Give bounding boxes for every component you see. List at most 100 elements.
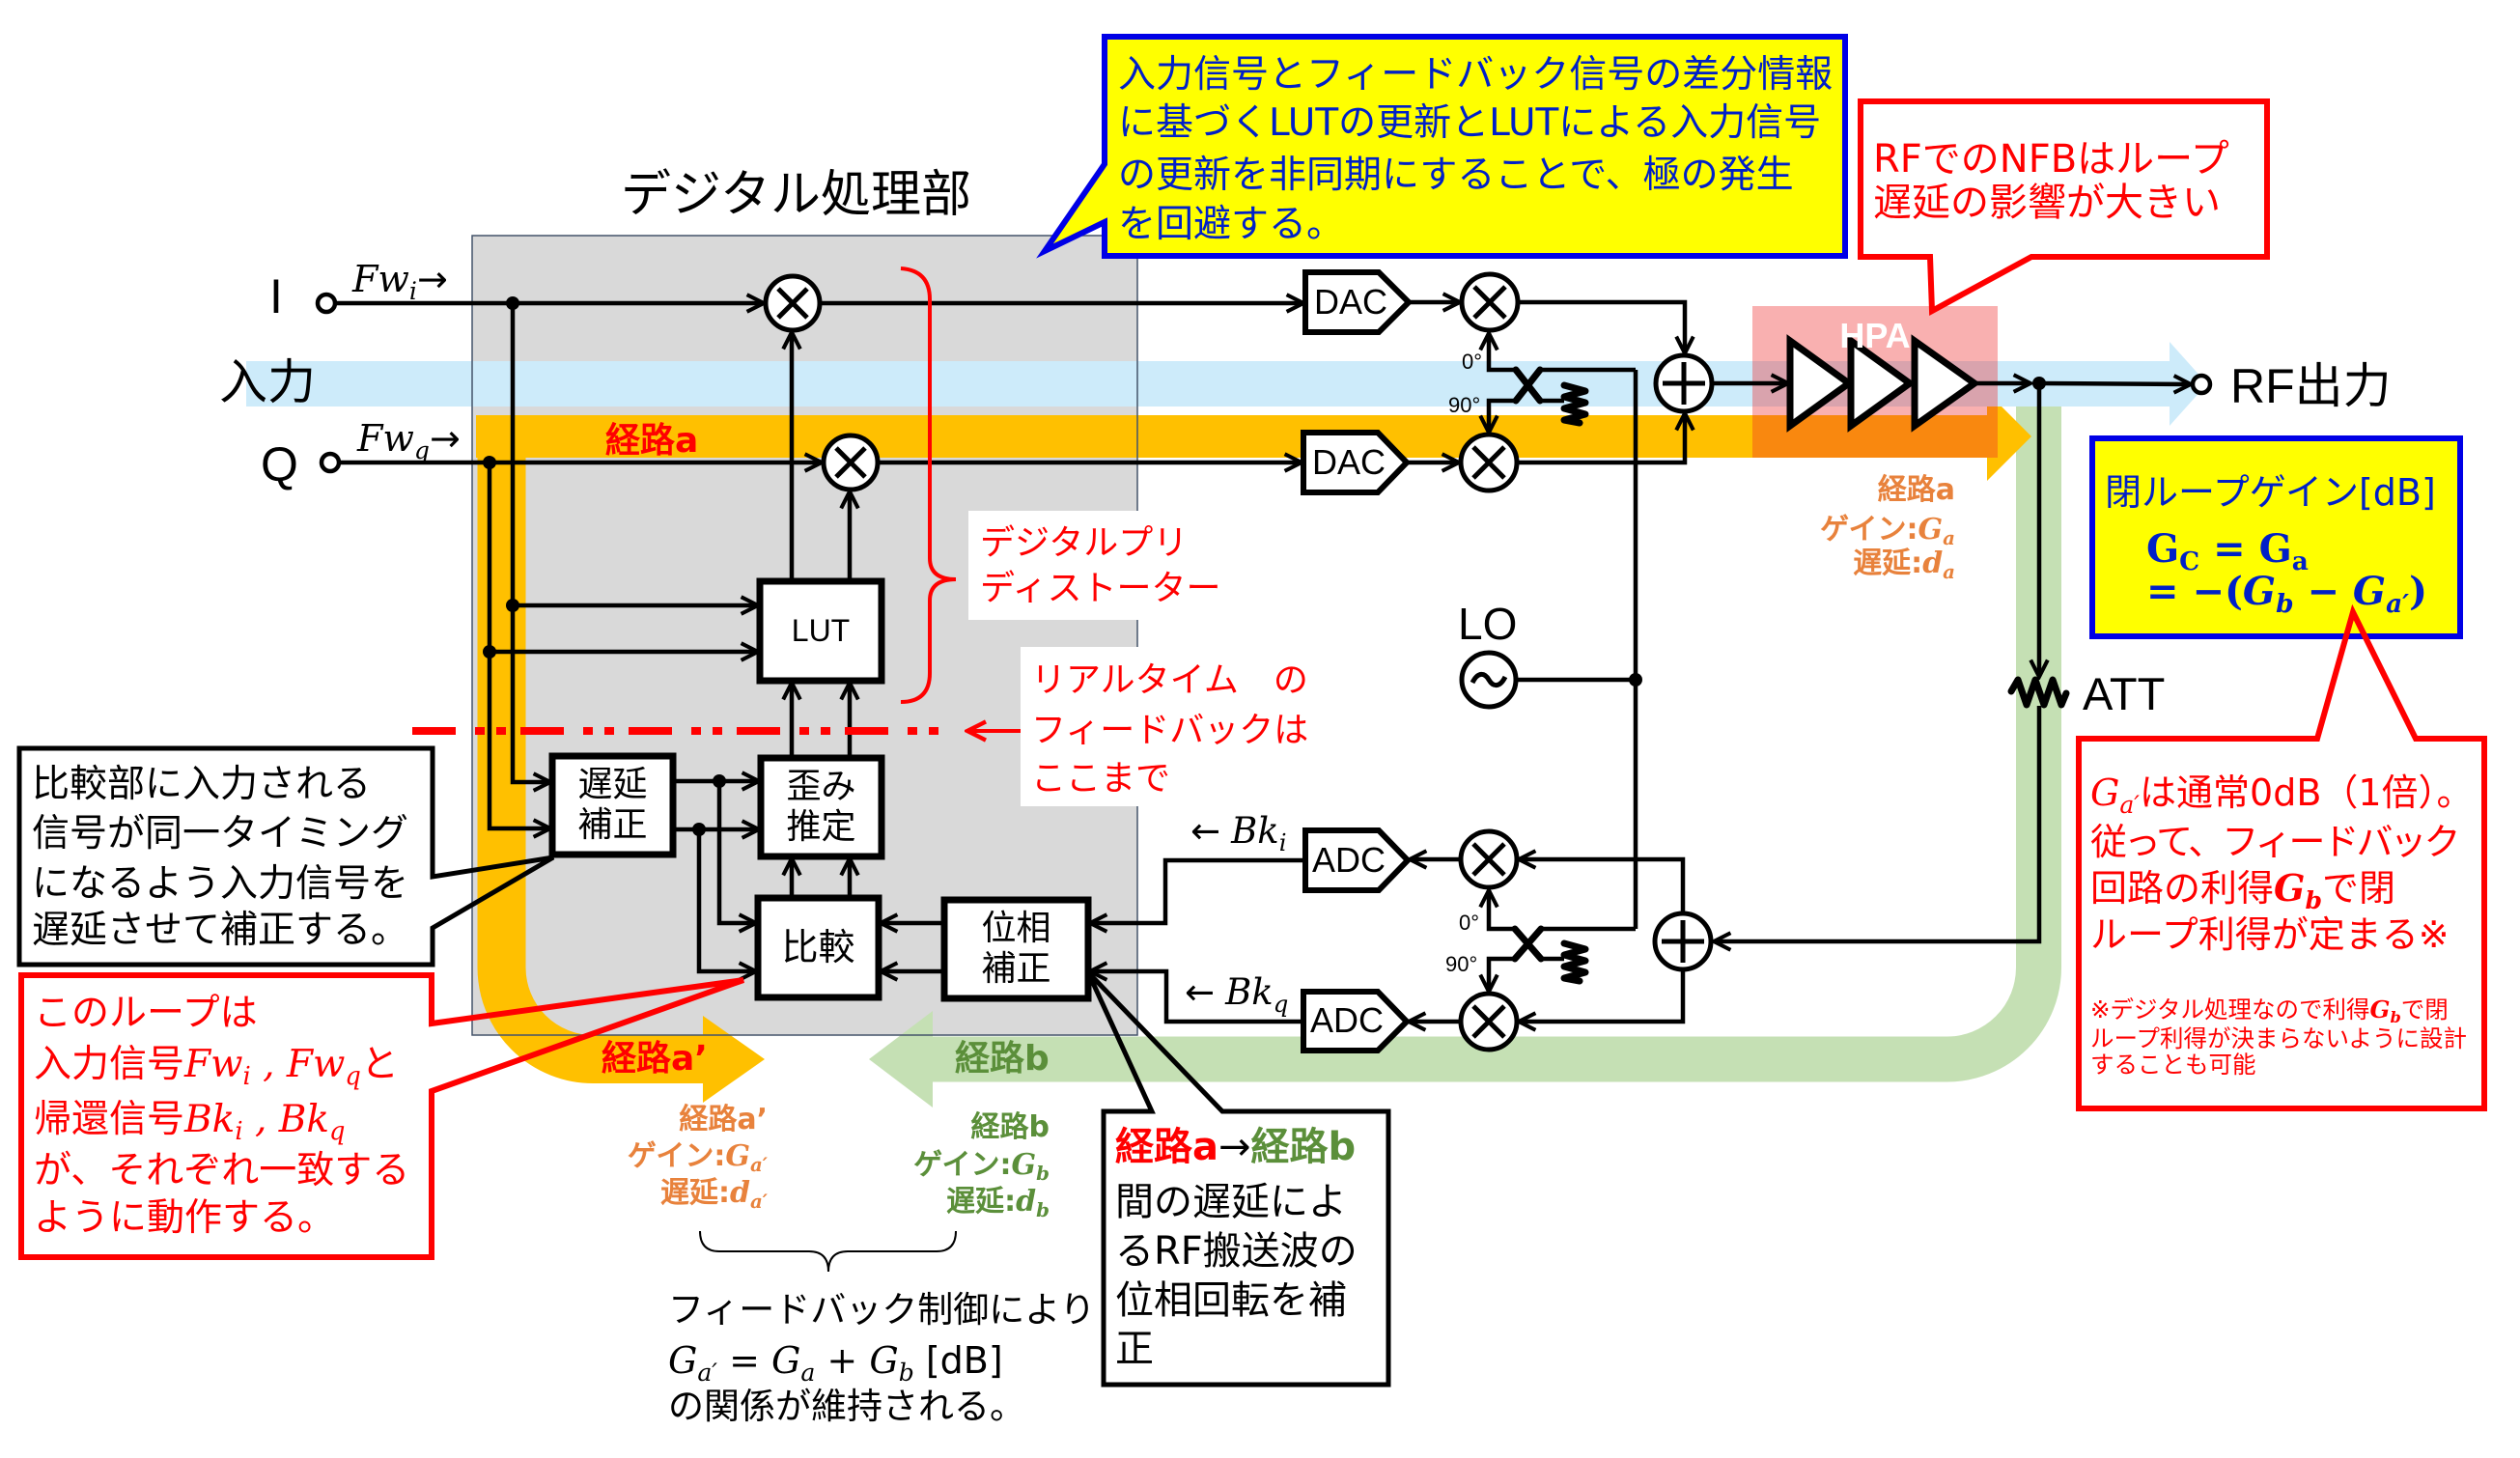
wire-splitter-to-downmixer-i	[1519, 859, 1686, 913]
loop-line2-post: と	[360, 1043, 399, 1086]
distortion-estimation-line1: 歪み	[786, 766, 856, 806]
lut-label: LUT	[791, 612, 851, 648]
lower-hybrid-90deg-label: 90°	[1445, 952, 1478, 976]
oscillator-icon	[1459, 650, 1519, 710]
loop-fw-q-symbol: Fw	[286, 1043, 346, 1086]
async-callout-line1: 入力信号とフィードバック信号の差分情報	[1118, 53, 1834, 97]
lower-hybrid-0deg-label: 0°	[1459, 911, 1480, 935]
gain-note-footnote1: ※デジタル処理なので利得Gbで閉	[2090, 997, 2449, 1025]
gain-note-line3-post: で閉	[2322, 867, 2396, 910]
closed-loop-gain-eq1: GC = Ga	[2146, 530, 2309, 575]
path-a-prime-band-arrowhead	[703, 1016, 765, 1103]
distortion-estimation-label: 歪み推定	[761, 758, 882, 856]
delay-compensation-line1: 遅延	[577, 764, 648, 804]
path-a-prime-delay-symbol: d	[729, 1176, 750, 1210]
path-a-prime-gain-symbol: G	[725, 1139, 750, 1173]
fw-i-subscript: i	[408, 277, 417, 306]
delay-compensation-label: 遅延補正	[552, 756, 673, 855]
gain-note-line3-pre: 回路の利得	[2090, 867, 2275, 910]
rel-ga-prime-subscript: a′	[697, 1359, 718, 1388]
phase-compensation-line2: 補正	[981, 949, 1051, 989]
wire-i-to-delay-comp	[510, 303, 550, 782]
input-label: 入力	[219, 354, 316, 410]
path-a-name: 経路a	[1877, 473, 1955, 507]
loop-line3-separator: ,	[242, 1098, 279, 1141]
dpd-label-line2: ディストーター	[980, 569, 1221, 608]
wire-adc-q-to-phase-comp	[1090, 971, 1303, 1024]
phase-compensation-block	[940, 896, 1092, 1002]
bk-q-label: ←Bkq	[1185, 974, 1288, 1016]
phase-callout-line1: 間の遅延によ	[1115, 1180, 1347, 1224]
fw-q-symbol: Fw	[357, 417, 414, 460]
wire-delay-comp-to-compare-2	[696, 829, 756, 971]
delay-compensation-line2: 補正	[577, 805, 648, 845]
adc-i-label: ADC	[1311, 839, 1386, 880]
path-a-gain: ゲイン:Ga	[1820, 516, 1955, 548]
adc-q-label: ADC	[1309, 1000, 1384, 1041]
rel-equals: =	[717, 1339, 772, 1382]
wire-delay-comp-to-compare-1	[716, 781, 756, 923]
hybrid-coupler-icon	[1511, 925, 1545, 963]
att-label: ATT	[2083, 668, 2166, 719]
loop-fw-i-subscript: i	[242, 1062, 251, 1092]
ga-subscript: a	[2291, 547, 2309, 577]
rf-output-terminal-icon	[2190, 373, 2213, 396]
wire-lower-hybrid-90deg	[1489, 956, 1515, 992]
eq1-operator: =	[2199, 526, 2259, 572]
junction-dot	[692, 823, 706, 836]
junction-dot	[2032, 377, 2046, 390]
loop-bk-i-subscript: i	[235, 1117, 243, 1147]
phase-compensation-label: 位相補正	[944, 900, 1088, 998]
gain-note-gb-subscript: b	[2305, 885, 2323, 915]
dac-i-label: DAC	[1313, 281, 1387, 322]
path-a-prime-gain: ゲイン:Ga′	[628, 1139, 768, 1175]
path-a-band-arrowhead	[1987, 392, 2031, 481]
path-b-band-label: 経路b	[955, 1039, 1050, 1079]
rel-ga-prime-symbol: G	[668, 1339, 698, 1382]
delay-compensation-block	[548, 752, 677, 858]
path-b-gain-label: ゲイン:	[913, 1148, 1012, 1182]
rf-nfb-callout-box	[1858, 98, 2270, 316]
gain-note-callout-box	[2076, 603, 2487, 1111]
delay-callout-line2: 信号が同一タイミング	[32, 812, 409, 855]
path-b-delay: 遅延:db	[946, 1188, 1050, 1220]
wire-upmixer-q-to-combiner	[1517, 413, 1685, 465]
gain-note-line3: 回路の利得Gbで閉	[2090, 867, 2396, 912]
multiplier-icon	[821, 433, 881, 492]
wire-upmixer-i-to-combiner	[1518, 299, 1685, 353]
eq2-minus: −	[2293, 569, 2353, 614]
path-b-band-body	[931, 407, 2061, 1082]
realtime-label-line1: リアルタイム の	[1031, 660, 1308, 700]
loop-bk-i-symbol: Bk	[184, 1098, 236, 1141]
adc-i-block	[1302, 827, 1413, 893]
phase-callout-line2: るRF搬送波の	[1115, 1229, 1358, 1274]
loop-fw-q-subscript: q	[345, 1062, 361, 1092]
bk-i-arrow: ←	[1190, 810, 1221, 852]
path-b-delay-subscript: b	[1036, 1198, 1050, 1222]
gb-subscript: b	[2276, 589, 2294, 620]
upconvert-mixer-icon	[1459, 271, 1521, 333]
phase-callout-line4: 正	[1115, 1327, 1154, 1371]
gain-note-gb-symbol: G	[2274, 866, 2306, 910]
gain-note-footnote3: することも可能	[2090, 1051, 2256, 1079]
dpd-label-background	[968, 511, 1229, 620]
downconvert-mixer-icon	[1458, 828, 1520, 890]
loop-bk-q-symbol: Bk	[278, 1098, 330, 1141]
wire-q-to-delay-comp	[487, 463, 550, 828]
bk-q-subscript: q	[1273, 989, 1289, 1018]
bk-i-subscript: i	[1278, 827, 1287, 856]
hpa-label: HPA	[1839, 316, 1911, 355]
dac-q-block	[1301, 430, 1412, 495]
rel-plus: +	[815, 1339, 870, 1382]
feedback-relation-equation: Ga′ = Ga + Gb [dB]	[668, 1339, 1003, 1385]
ga-symbol: G	[2258, 526, 2292, 572]
gain-note-ga-subscript: a′	[2119, 791, 2141, 820]
splitter-icon	[1652, 911, 1714, 972]
dac-q-label: DAC	[1311, 441, 1386, 482]
i-terminal-label: I	[269, 269, 283, 323]
upconvert-mixer-icon	[1458, 432, 1520, 493]
downconvert-mixer-icon	[1458, 991, 1520, 1052]
delay-callout-line1: 比較部に入力される	[32, 763, 372, 806]
rel-ga-subscript: a	[800, 1359, 816, 1388]
